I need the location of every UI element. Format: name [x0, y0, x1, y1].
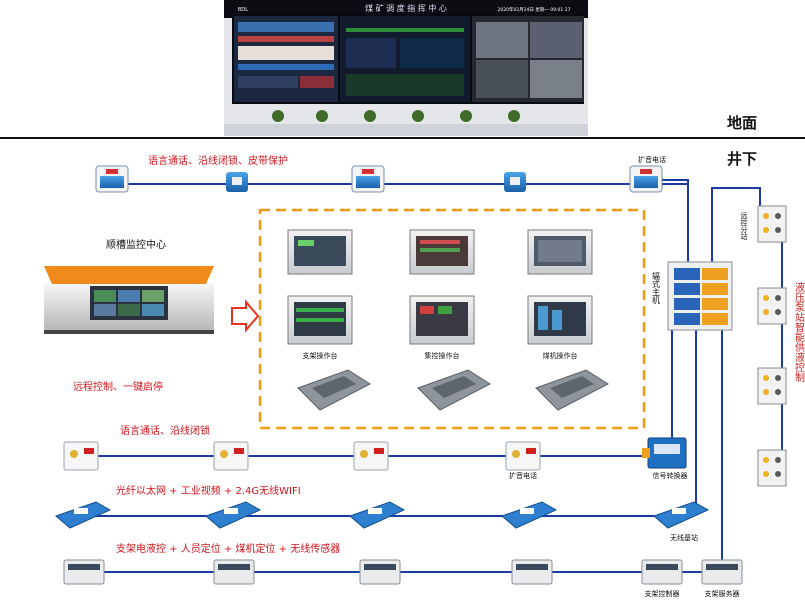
caption-fiber: 光纤以太网 + 工业视频 + 2.4G无线WIFI [116, 484, 301, 497]
screen-date: 2020年02月24日 星期一 09:01 27 [498, 6, 571, 13]
caption-voice-top: 语言通话、沿线闭锁、皮带保护 [148, 154, 288, 167]
label-signal-converter: 信号转换器 [653, 471, 688, 480]
label-phone-top: 扩音电话 [638, 155, 666, 164]
monitoring-center-image [44, 266, 214, 334]
wifi-row [55, 501, 710, 529]
voice-row [63, 437, 687, 471]
label-base-station: 无线基站 [670, 533, 698, 542]
label-remote-substation: 远控分站 [740, 212, 748, 241]
label-console-shearer: 煤机操作台 [543, 351, 578, 360]
switch-row-top [95, 165, 663, 193]
label-underground: 井下 [727, 150, 757, 168]
caption-remote: 远程控制、一键启停 [73, 380, 163, 393]
screen-title: 煤 矿 调 度 指 挥 中 心 [365, 3, 447, 13]
screen-left-header: BDL [238, 7, 248, 13]
label-surface: 地面 [727, 114, 757, 132]
pump-stations [757, 205, 787, 487]
label-support-controller: 支架控制器 [645, 589, 680, 598]
support-row [63, 559, 743, 585]
console-group-frame [258, 208, 646, 430]
caption-pump: 液压泵站智能供液控制 [793, 281, 805, 382]
label-console-support: 支架操作台 [303, 351, 338, 360]
host-tower [667, 261, 733, 331]
console-grid [287, 229, 609, 411]
caption-voice-mid: 语言通话、沿线闭锁 [120, 424, 210, 437]
label-phone-mid: 扩音电话 [509, 471, 537, 480]
label-console-central: 集控操作台 [425, 351, 460, 360]
label-host: 辐式主机 [652, 271, 661, 305]
control-room-photo [224, 0, 588, 136]
label-support-server: 支架服务器 [705, 589, 740, 598]
arrow-icon [231, 299, 260, 333]
label-monitoring-center: 顺槽监控中心 [106, 238, 166, 251]
caption-support: 支架电液控 + 人员定位 + 煤机定位 + 无线传感器 [116, 542, 340, 555]
